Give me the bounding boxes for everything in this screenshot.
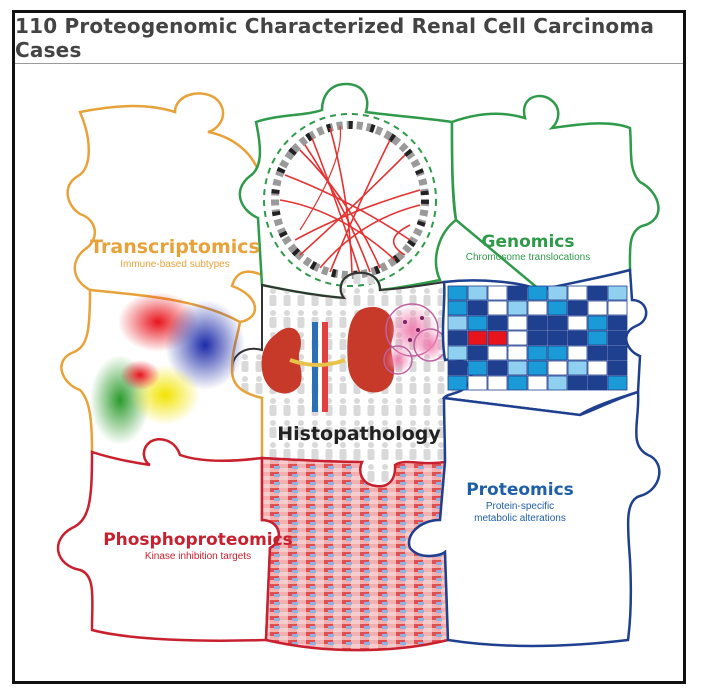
proteomics-cell — [587, 330, 608, 346]
phosphoproteomics-sublabel: Kinase inhibition targets — [145, 551, 251, 562]
proteomics-cell — [507, 330, 528, 346]
proteomics-cell — [467, 345, 488, 361]
proteomics-cell — [547, 285, 568, 301]
genomics-label: Genomics — [481, 232, 574, 252]
proteomics-cell — [487, 300, 508, 316]
proteomics-cell — [547, 330, 568, 346]
transcriptomics-sublabel: Immune-based subtypes — [120, 259, 230, 270]
proteomics-cell — [567, 360, 588, 376]
proteomics-cell — [467, 300, 488, 316]
proteomics-cell — [547, 315, 568, 331]
circos-plot — [263, 113, 437, 287]
proteomics-cell — [587, 300, 608, 316]
proteomics-cell — [567, 375, 588, 391]
proteomics-cell — [527, 300, 548, 316]
proteomics-cell — [547, 360, 568, 376]
proteomics-cell — [447, 375, 468, 391]
proteomics-sublabel-1: Protein-specific — [486, 501, 554, 512]
proteomics-cell — [587, 360, 608, 376]
proteomics-label-piece — [407, 390, 661, 648]
proteomics-cell — [567, 285, 588, 301]
proteomics-sublabel-2: metabolic alterations — [474, 513, 566, 524]
proteomics-cell — [447, 360, 468, 376]
proteomics-cell — [567, 300, 588, 316]
transcriptomics-piece — [66, 92, 264, 324]
proteomics-cell — [487, 315, 508, 331]
proteomics-cell — [607, 285, 628, 301]
proteomics-cell — [567, 330, 588, 346]
proteomics-cell — [607, 360, 628, 376]
proteomics-cell — [487, 330, 508, 346]
proteomics-cell — [467, 315, 488, 331]
proteomics-cell — [527, 315, 548, 331]
proteomics-heatmap — [447, 285, 628, 391]
transcriptomics-label: Transcriptomics — [90, 236, 260, 258]
proteomics-cell — [447, 315, 468, 331]
proteomics-cell — [607, 375, 628, 391]
proteomics-label: Proteomics — [466, 480, 574, 500]
proteomics-cell — [447, 300, 468, 316]
histopathology-label: Histopathology — [277, 423, 441, 445]
proteomics-cell — [447, 345, 468, 361]
proteomics-cell — [527, 345, 548, 361]
proteomics-cell — [607, 330, 628, 346]
proteomics-cell — [467, 360, 488, 376]
proteomics-cell — [467, 330, 488, 346]
proteomics-cell — [507, 360, 528, 376]
proteomics-cell — [507, 285, 528, 301]
proteomics-cell — [487, 360, 508, 376]
proteomics-cell — [507, 315, 528, 331]
proteomics-cell — [587, 375, 608, 391]
proteomics-cell — [507, 300, 528, 316]
proteomics-grid-piece — [441, 268, 648, 417]
proteomics-cell — [547, 375, 568, 391]
proteomics-cell — [607, 315, 628, 331]
proteomics-cell — [507, 345, 528, 361]
kidney-illustration — [261, 303, 447, 412]
proteomics-cell — [467, 375, 488, 391]
proteomics-cell — [547, 345, 568, 361]
proteomics-cell — [587, 345, 608, 361]
proteomics-cell — [467, 285, 488, 301]
proteomics-cell — [487, 375, 508, 391]
proteomics-cell — [527, 330, 548, 346]
proteomics-cell — [527, 360, 548, 376]
proteomics-cell — [567, 345, 588, 361]
proteomics-cell — [507, 375, 528, 391]
proteomics-cell — [587, 285, 608, 301]
proteomics-cell — [487, 285, 508, 301]
proteomics-cell — [487, 345, 508, 361]
proteomics-cell — [547, 300, 568, 316]
proteomics-cell — [567, 315, 588, 331]
proteomics-cell — [447, 330, 468, 346]
proteomics-cell — [607, 300, 628, 316]
proteomics-cell — [587, 315, 608, 331]
figure-title: 110 Proteogenomic Characterized Renal Ce… — [15, 13, 683, 64]
proteomics-cell — [527, 285, 548, 301]
phosphoproteomics-label: Phosphoproteomics — [103, 530, 293, 550]
proteomics-cell — [527, 375, 548, 391]
proteomics-cell — [447, 285, 468, 301]
genomics-sublabel: Chromosome translocations — [466, 252, 591, 263]
transcriptomics-blob-piece — [60, 288, 264, 467]
proteomics-cell — [607, 345, 628, 361]
